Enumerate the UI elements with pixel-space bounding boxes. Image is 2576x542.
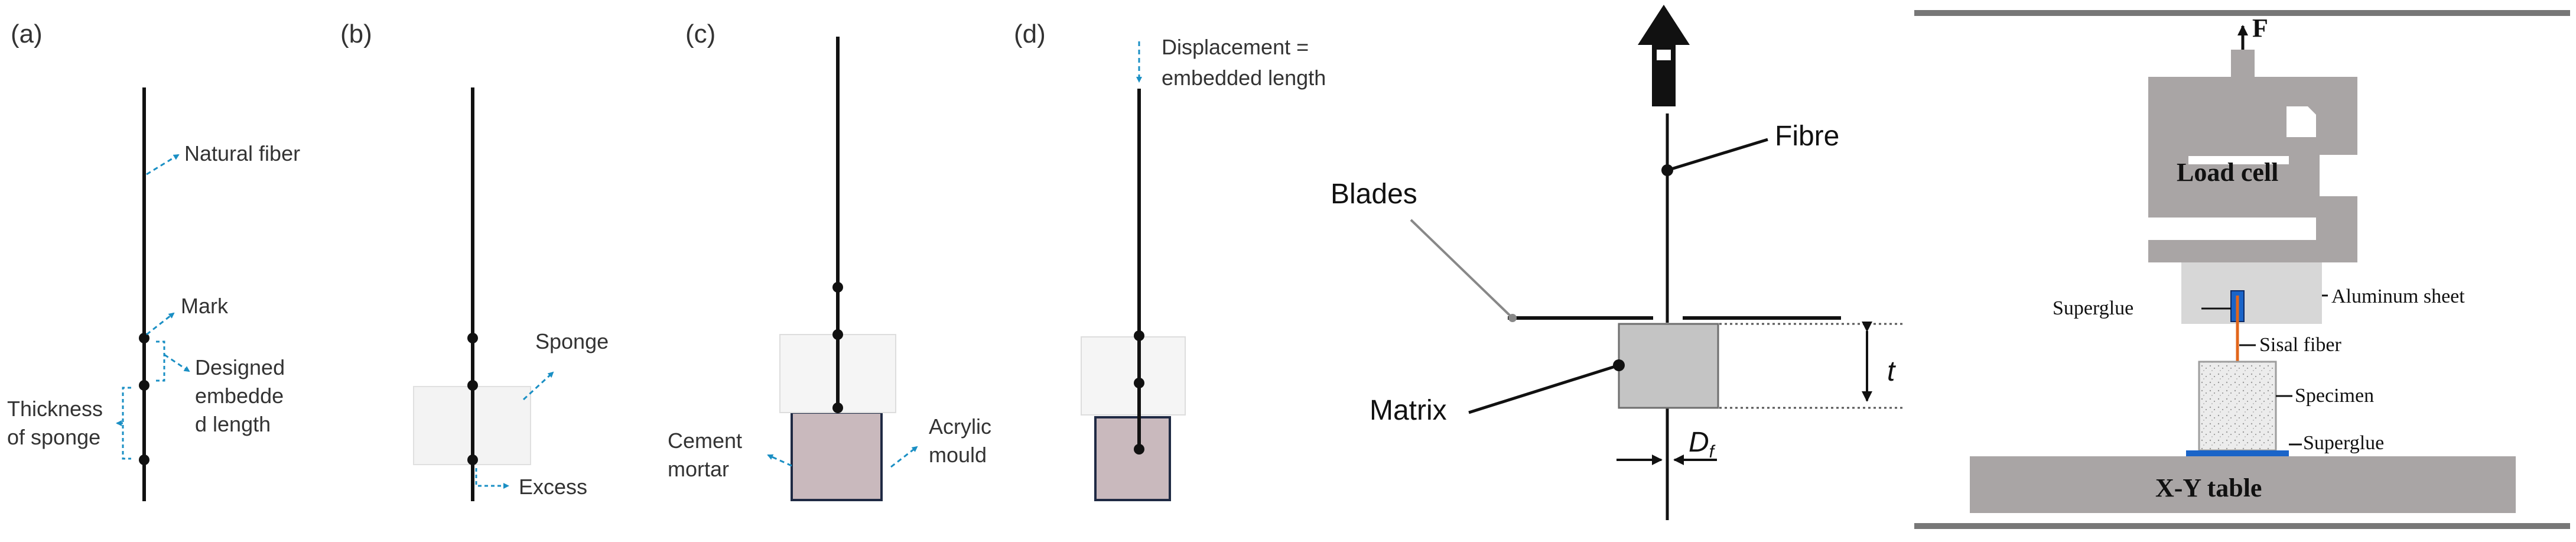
superglue-bottom-label: Superglue <box>2303 432 2384 454</box>
sisal-fiber-label: Sisal fiber <box>2259 334 2341 356</box>
thickness-bracket <box>122 387 131 460</box>
mark-dot-d3 <box>1134 444 1144 455</box>
thickness-line-1: Thickness <box>7 397 103 421</box>
panel-b: (b) Sponge Excess <box>340 20 609 501</box>
sponge-leader <box>522 371 554 401</box>
pull-arrow-window <box>1657 50 1671 60</box>
natural-fiber-leader <box>146 154 180 176</box>
mark-dot-b3 <box>467 455 478 465</box>
acrylic-mould-leader <box>890 446 918 468</box>
mark-dot-b1 <box>467 333 478 343</box>
mark-dot-3 <box>139 455 149 465</box>
panel-d: (d) Displacement = embedded length <box>1014 20 1326 501</box>
panel-a-tag: (a) <box>11 20 43 48</box>
panel-a: (a) Natural fiber Mark Designed embedde … <box>7 20 300 501</box>
mark-dot-c1 <box>832 282 843 293</box>
displacement-line-2: embedded length <box>1162 66 1326 90</box>
thickness-line-2: of sponge <box>7 425 100 449</box>
displacement-line-1: Displacement = <box>1162 35 1309 59</box>
mark-leader <box>146 312 175 336</box>
xy-table-label: X-Y table <box>2155 473 2262 502</box>
mark-dot-d1 <box>1134 330 1144 341</box>
panel-c-tag: (c) <box>685 20 715 48</box>
blades-leader <box>1410 219 1514 319</box>
sponge-label: Sponge <box>535 329 609 353</box>
xy-table <box>1970 456 2516 513</box>
designed-length-line-3: d length <box>195 412 271 436</box>
designed-length-line-2: embedde <box>195 384 284 408</box>
cement-mortar-line-2: mortar <box>668 457 729 481</box>
mark-dot-2 <box>139 380 149 391</box>
excess-leader <box>475 468 509 489</box>
mark-label: Mark <box>181 294 229 318</box>
load-cell-lower <box>2148 196 2357 262</box>
fibre-leader <box>1667 138 1768 172</box>
designed-length-line-1: Designed <box>195 355 285 379</box>
panel-f: F Load cell X-Y table Aluminum sheet Sup… <box>1914 10 2570 529</box>
acrylic-mould-line-2: mould <box>929 443 987 467</box>
specimen-block <box>2198 361 2277 452</box>
superglue-top-label: Superglue <box>2053 297 2133 319</box>
sponge-block-d <box>1081 336 1186 416</box>
mark-dot-c3 <box>832 403 843 413</box>
fibre-label: Fibre <box>1775 121 1839 152</box>
mark-dot-b2 <box>467 380 478 391</box>
excess-label: Excess <box>519 475 587 499</box>
load-cell-gap <box>2188 156 2289 164</box>
mark-dot-d2 <box>1134 378 1144 388</box>
blades-label: Blades <box>1331 178 1417 210</box>
panel-c: (c) Cement mortar Acrylic mould <box>668 20 991 501</box>
acrylic-mould-line-1: Acrylic <box>929 414 991 439</box>
matrix-leader <box>1468 364 1619 414</box>
panel-b-tag: (b) <box>340 20 372 48</box>
mortar-mould-d <box>1094 416 1171 501</box>
force-label: F <box>2252 14 2268 43</box>
designed-length-bracket <box>156 340 165 382</box>
natural-fiber-label: Natural fiber <box>184 141 300 165</box>
cement-mortar-line-1: Cement <box>668 429 742 453</box>
aluminum-sheet <box>2181 262 2322 324</box>
load-cell-upper <box>2186 50 2357 155</box>
superglue-bottom <box>2186 450 2289 456</box>
specimen-label: Specimen <box>2295 385 2374 407</box>
load-cell-label: Load cell <box>2177 158 2278 187</box>
panel-d-tag: (d) <box>1014 20 1046 48</box>
mark-dot-c2 <box>832 329 843 340</box>
matrix-block <box>1618 323 1719 409</box>
matrix-label: Matrix <box>1370 395 1447 426</box>
cement-mortar-leader <box>767 454 792 467</box>
diameter-label: Df <box>1689 427 1716 462</box>
mortar-mould <box>791 411 883 501</box>
aluminum-sheet-label: Aluminum sheet <box>2331 285 2465 307</box>
designed-length-leader <box>164 353 190 372</box>
panel-e: Fibre Blades Matrix t Df <box>1331 5 1905 520</box>
thickness-t-label: t <box>1887 356 1896 387</box>
load-cell-body <box>2148 137 2320 196</box>
mark-dot-1 <box>139 333 149 343</box>
